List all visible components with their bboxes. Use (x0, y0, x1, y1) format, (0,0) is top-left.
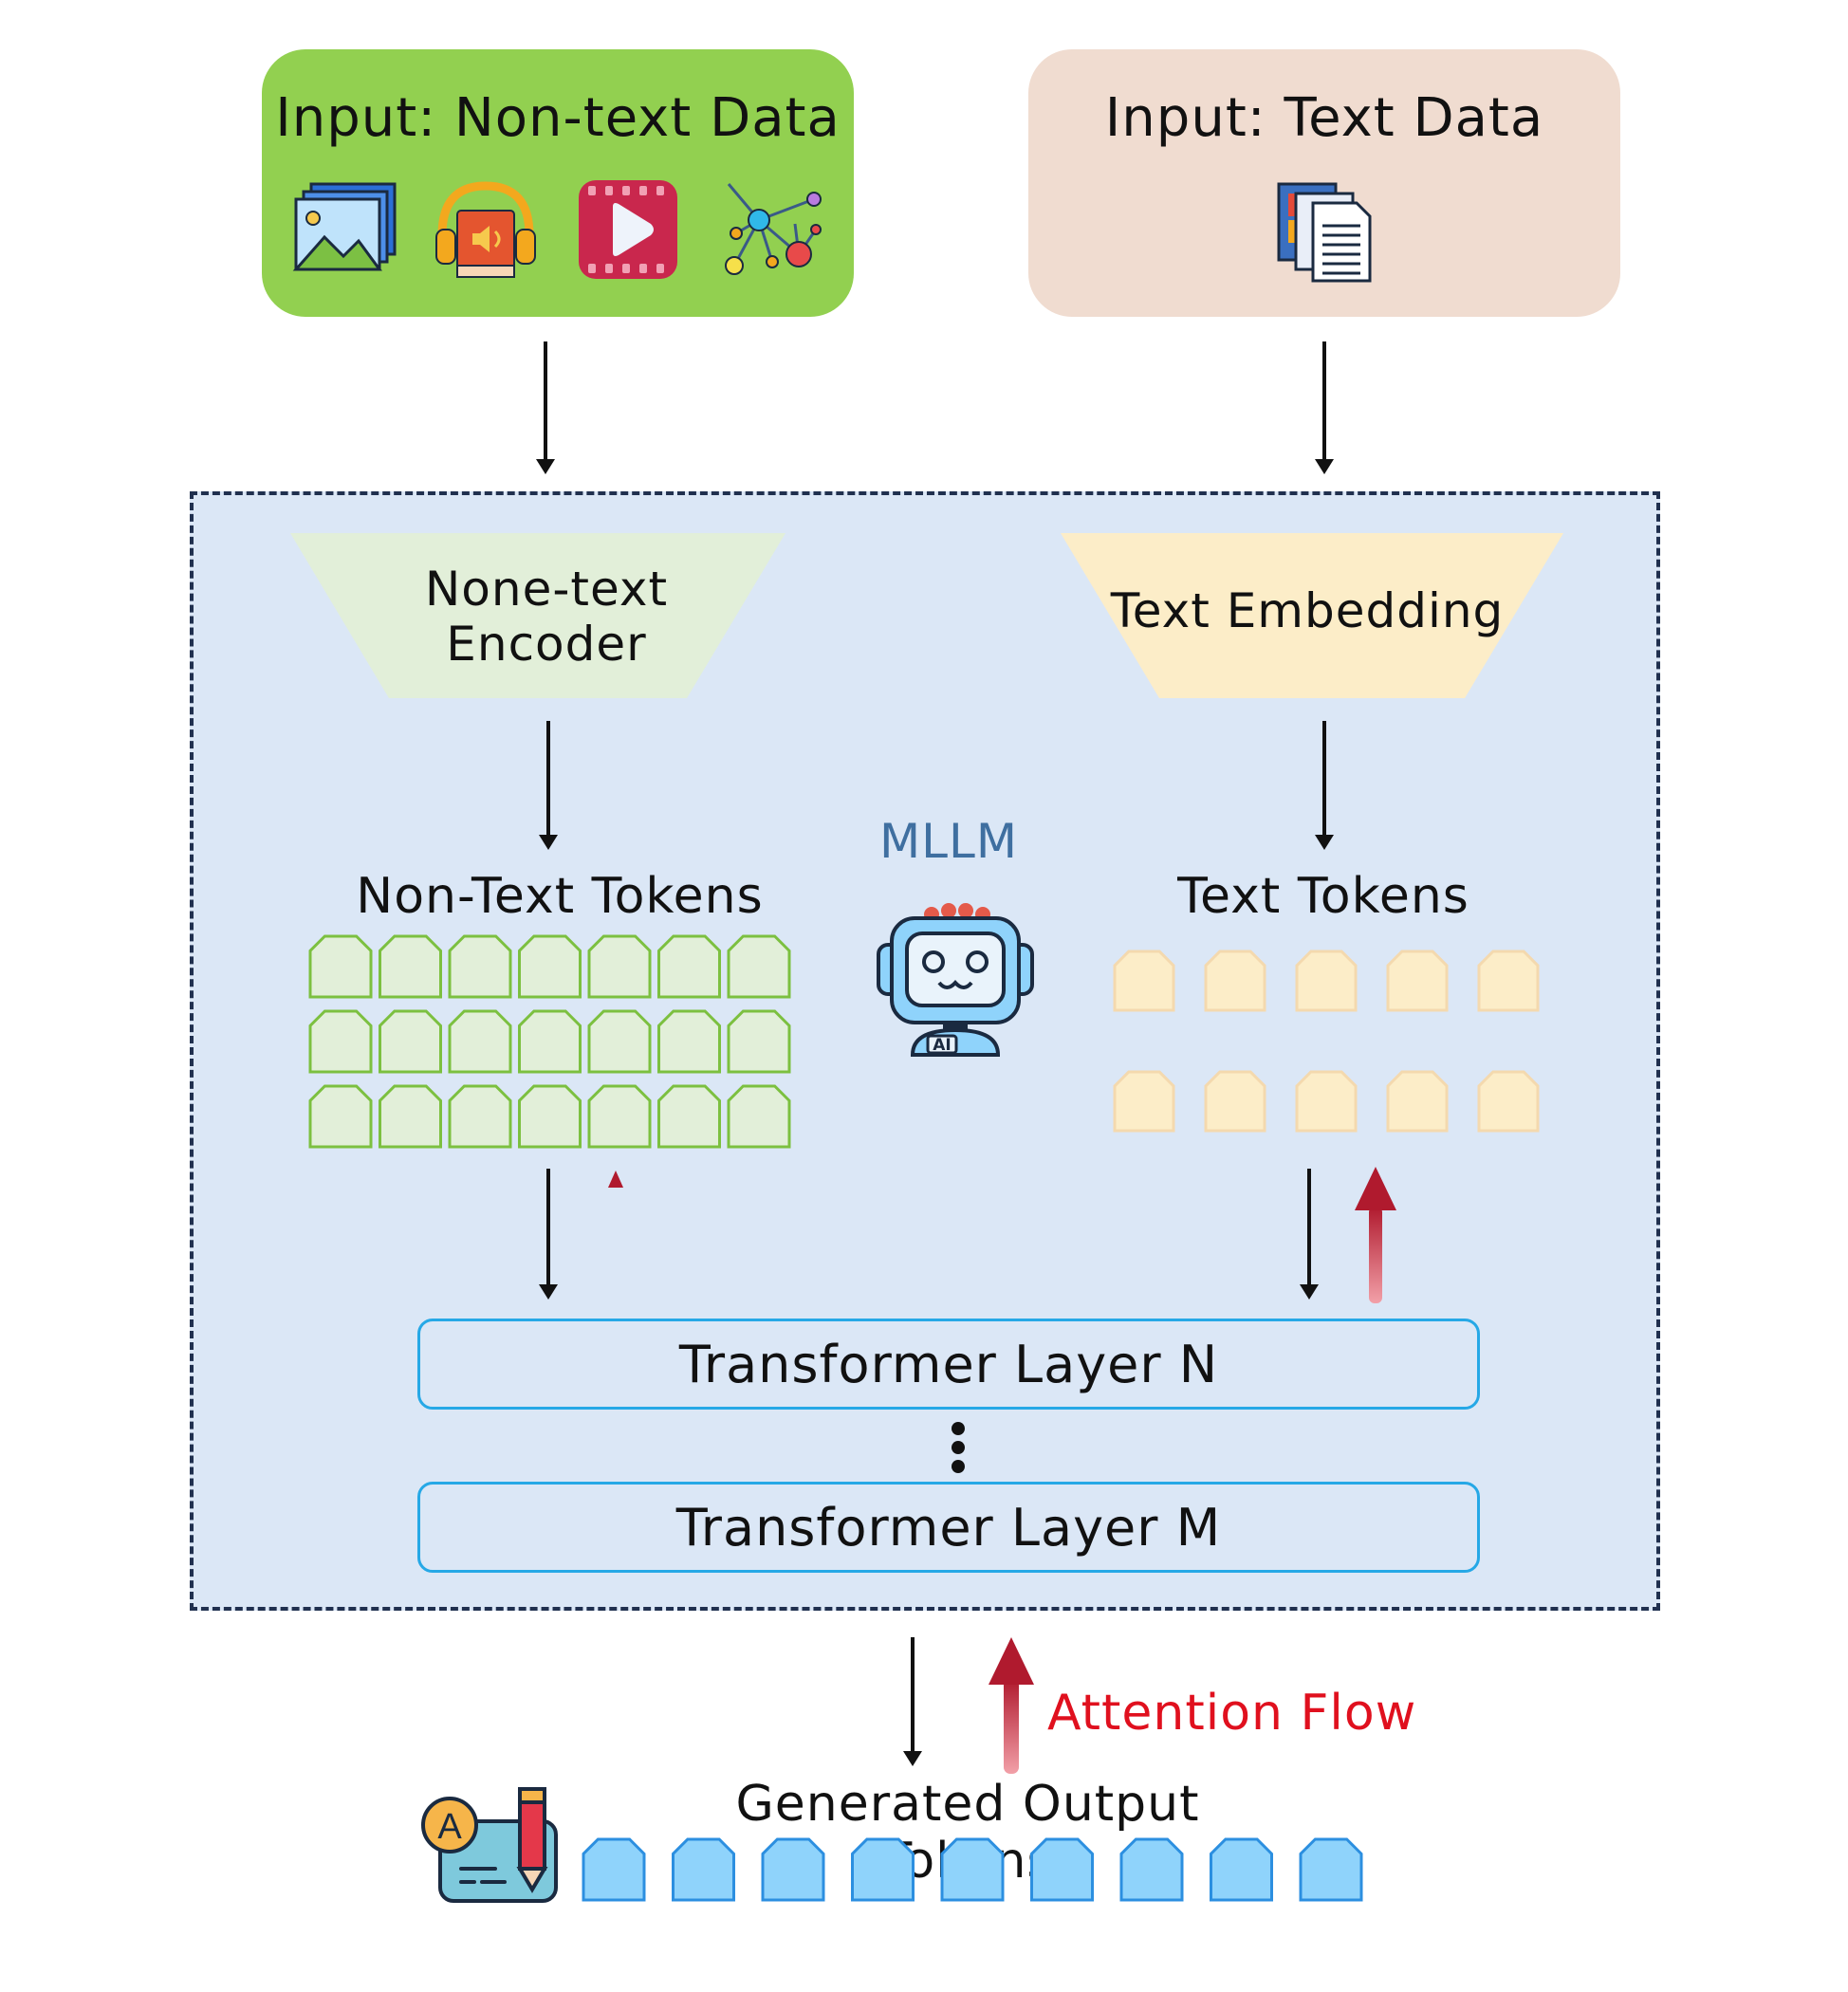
non-text-token (727, 1084, 791, 1149)
text-input-box: Input: Text Data (1028, 49, 1620, 317)
image-stack-icon (292, 182, 397, 271)
transformer-layer-m: Transformer Layer M (417, 1482, 1480, 1573)
non-text-token (587, 1084, 652, 1149)
write-answer-letter: A (437, 1807, 462, 1847)
non-text-token (379, 1084, 442, 1149)
non-text-input-box: Input: Non-text Data (262, 49, 854, 317)
output-token (1210, 1837, 1273, 1902)
text-token (1295, 1070, 1358, 1133)
output-token (1119, 1837, 1184, 1902)
mllm-label: MLLM (879, 814, 1018, 869)
non-text-token (379, 934, 442, 999)
output-token (761, 1837, 825, 1902)
output-token (582, 1837, 646, 1902)
non-text-encoder-shape (290, 533, 785, 698)
text-token (1113, 1070, 1175, 1133)
text-token (1204, 1070, 1266, 1133)
text-embedding-label: Text Embedding (1110, 583, 1505, 638)
output-token (672, 1837, 735, 1902)
non-text-token (657, 1084, 721, 1149)
text-token (1477, 950, 1540, 1012)
output-token-row (582, 1837, 1363, 1902)
non-text-token (518, 1084, 582, 1149)
attention-flow-label: Attention Flow (1047, 1685, 1417, 1742)
transformer-layer-m-label: Transformer Layer M (675, 1497, 1222, 1558)
text-token (1386, 950, 1449, 1012)
non-text-token (448, 934, 512, 999)
video-play-icon (579, 180, 677, 279)
document-stack-icon (1277, 182, 1372, 283)
graph-network-icon (725, 183, 822, 275)
non-text-token (727, 934, 791, 999)
non-text-token (308, 1009, 373, 1074)
transformer-layer-n-label: Transformer Layer N (678, 1334, 1219, 1394)
text-token-grid (1113, 950, 1540, 1133)
write-answer-icon: A (421, 1787, 558, 1903)
text-token (1386, 1070, 1449, 1133)
non-text-token (448, 1009, 512, 1074)
non-text-token (657, 934, 721, 999)
robot-ai-icon (877, 903, 1034, 1057)
text-token (1204, 950, 1266, 1012)
non-text-token (727, 1009, 791, 1074)
non-text-token (518, 1009, 582, 1074)
non-text-token-grid (308, 934, 791, 1149)
non-text-token (448, 1084, 512, 1149)
robot-ai-badge: AI (933, 1036, 952, 1055)
output-token (851, 1837, 915, 1902)
text-embedding-shape (1061, 533, 1563, 698)
transformer-layer-n: Transformer Layer N (417, 1319, 1480, 1410)
non-text-token (379, 1009, 442, 1074)
output-token (1030, 1837, 1094, 1902)
transformer-ellipsis (939, 1421, 977, 1482)
text-input-title: Input: Text Data (1104, 87, 1544, 149)
non-text-tokens-label: Non-Text Tokens (356, 868, 764, 925)
audio-book-icon (435, 181, 536, 278)
non-text-token (518, 934, 582, 999)
output-token (940, 1837, 1005, 1902)
non-text-encoder-label: None-text Encoder (424, 562, 669, 672)
non-text-token (308, 934, 373, 999)
text-token (1477, 1070, 1540, 1133)
non-text-token (587, 934, 652, 999)
output-token (1299, 1837, 1363, 1902)
text-tokens-label: Text Tokens (1177, 868, 1469, 925)
non-text-token (657, 1009, 721, 1074)
non-text-input-title: Input: Non-text Data (275, 87, 841, 149)
non-text-token (587, 1009, 652, 1074)
text-token (1113, 950, 1175, 1012)
non-text-token (308, 1084, 373, 1149)
text-token (1295, 950, 1358, 1012)
